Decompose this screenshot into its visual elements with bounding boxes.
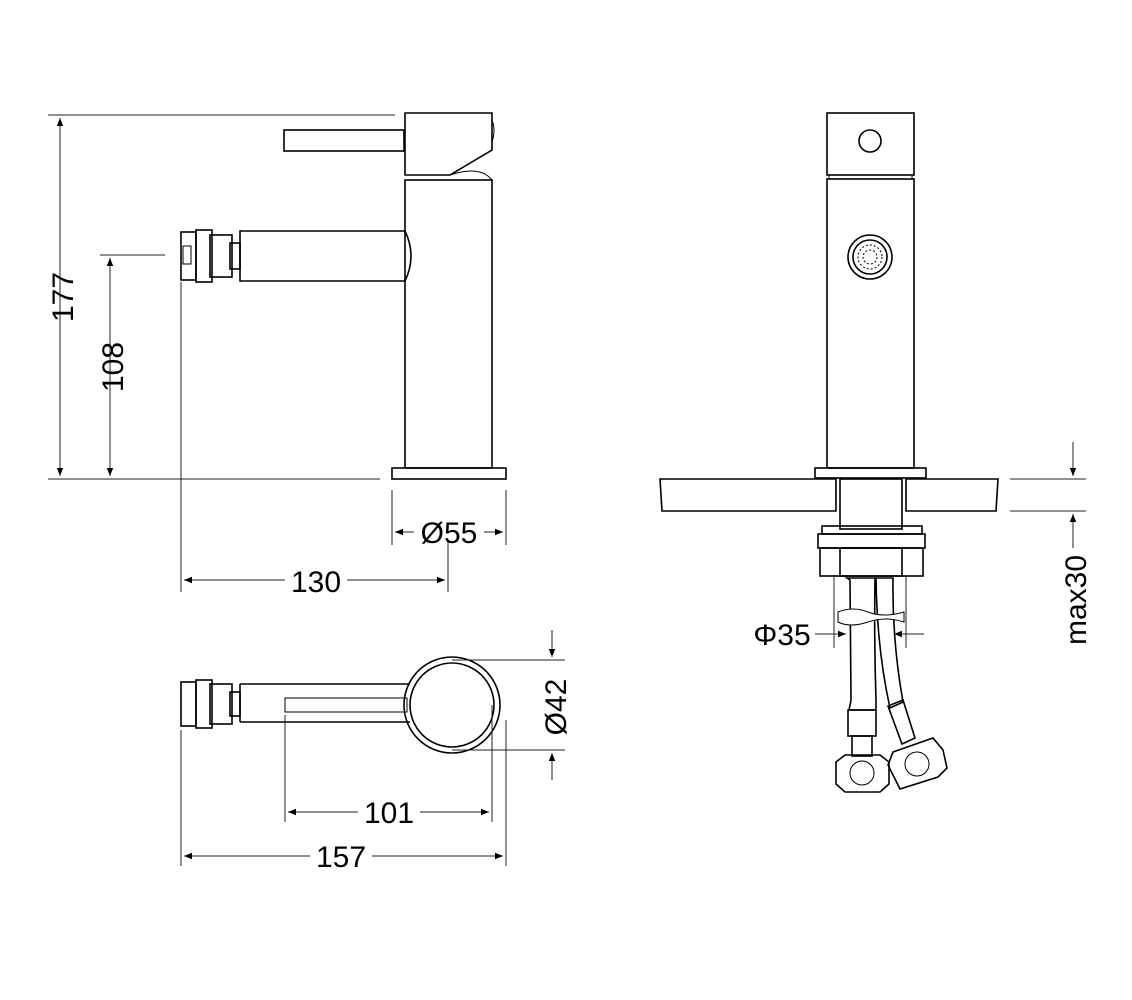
hex-nut-left	[835, 754, 890, 793]
aerator-front	[847, 234, 893, 280]
hose-left	[844, 577, 877, 711]
side-view	[180, 112, 507, 480]
countertop-left	[659, 478, 837, 512]
hose-right	[875, 577, 904, 710]
dim-55: Ø55	[421, 517, 478, 550]
dim-130: 130	[291, 566, 341, 599]
front-view	[659, 112, 999, 793]
dim-108: 108	[97, 342, 130, 392]
lever-top	[284, 697, 408, 713]
shank	[839, 478, 903, 530]
faucet-body-front	[826, 178, 915, 469]
body-inner-circle	[409, 662, 495, 748]
aerator	[180, 231, 197, 281]
mixer-head	[404, 112, 493, 176]
base-plate	[391, 467, 507, 480]
front-dimensions: Φ35 max30	[753, 442, 1093, 652]
side-dimensions: 177 108 Ø55 130	[47, 114, 507, 599]
countertop-right	[905, 478, 999, 512]
mixer-head-front	[826, 112, 915, 176]
hex-nut-right	[887, 737, 948, 790]
dim-35: Φ35	[753, 619, 810, 652]
dim-42: Ø42	[540, 679, 573, 736]
top-dimensions: Ø42 101 157	[180, 630, 573, 874]
dim-101: 101	[364, 797, 414, 830]
spout	[239, 230, 412, 282]
dim-157: 157	[316, 841, 366, 874]
spout-top	[240, 683, 410, 723]
lock-nut	[817, 533, 926, 549]
dim-177: 177	[47, 272, 80, 322]
top-view	[180, 656, 501, 754]
handle-hole	[858, 129, 882, 153]
faucet-body	[404, 179, 493, 469]
body-outer-circle	[403, 656, 501, 754]
dim-max30: max30	[1060, 555, 1093, 645]
base-plate-front	[814, 467, 927, 479]
lever-handle	[283, 129, 405, 152]
